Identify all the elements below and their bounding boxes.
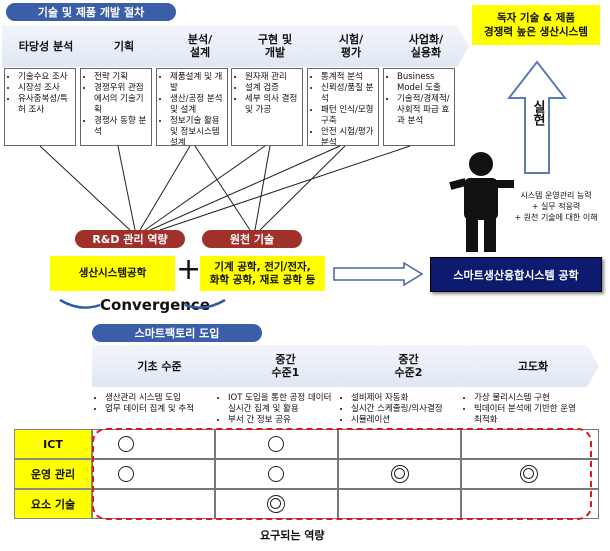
stage-item: 시장성 조사 [18,83,71,94]
level-4-chevron: 고도화 [461,345,599,387]
stage-item: Business Model 도출 [397,72,450,94]
level-item: 설비제어 자동화 [351,393,457,404]
stage-item: 안전 시험/평가 분석 [321,127,374,145]
double-circle-icon [391,465,409,483]
level-2-chevron: 중간 수준1 [215,345,350,387]
stage-1-chevron: 타당성 분석 [2,25,90,67]
row-label: ICT [14,429,92,459]
circle-icon [268,436,284,452]
circle-icon [268,466,284,482]
stage-item: 정보기술 활용 및 정보시스템 설계 [170,116,223,145]
footer-label: 요구되는 역량 [260,529,325,542]
stage-item: 전략 기획 [94,72,147,83]
dashed-highlight [92,428,592,520]
stage-item: 세부 의사 결정 및 가공 [245,94,298,116]
result-box: 스마트생산융합시스템 공학 [430,257,602,292]
double-circle-icon [267,495,285,513]
production-systems-box: 생산시스템공학 [50,256,175,291]
stage-5-box: 통계적 분석신뢰성/품질 분석패턴 인식/모형 구축안전 시험/평가 분석 [307,68,379,146]
level-1-box: 생산관리 시스템 도입업무 데이터 집계 및 추적 [92,390,215,428]
stage-item: 원자재 관리 [245,72,298,83]
double-circle-icon [520,465,538,483]
row-label: 운영 관리 [14,459,92,489]
plus-icon: + [176,252,202,287]
stage-5-chevron: 시험/ 평가 [304,25,392,67]
engineering-box: 기계 공학, 전기/전자, 화학 공학, 재료 공학 등 [200,256,325,291]
level-item: 실시간 스케줄링/의사결정 [351,404,457,415]
level-3-chevron: 중간 수준2 [338,345,473,387]
stage-item: 경쟁사 동향 분석 [94,116,147,138]
stage-2-box: 전략 기획경쟁우위 관점에서의 기술기획경쟁사 동향 분석 [80,68,152,146]
circle-icon [118,466,134,482]
grid-cell [92,429,215,459]
stage-6-chevron: 사업화/ 실용화 [379,25,467,67]
stage-item: 기술수요 조사 [18,72,71,83]
level-item: 시뮬레이션 [351,415,457,426]
capability-line-3: + 원천 기술에 대한 이해 [514,213,598,222]
realize-label: 실현 [530,100,545,126]
stage-3-box: 제품설계 및 개발생산/공정 분석 및 설계정보기술 활용 및 정보시스템 설계 [156,68,228,146]
convergence-arrows [59,298,226,309]
stage-item: 제품설계 및 개발 [170,72,223,94]
stage-item: 설계 검증 [245,83,298,94]
stage-item: 신뢰성/품질 분석 [321,83,374,105]
level-item: 빅데이터 분석에 기반한 운영 최적화 [474,404,580,426]
grid-cell [338,489,461,519]
row-label: 요소 기술 [14,489,92,519]
stage-4-box: 원자재 관리설계 검증세부 의사 결정 및 가공 [231,68,303,146]
goal-box: 독자 기술 & 제품 경쟁력 높은 생산시스템 [472,5,600,45]
grid-cell [338,429,461,459]
stage-4-chevron: 구현 및 개발 [228,25,316,67]
circle-icon [118,436,134,452]
capability-line-2: + 실무 적응력 [531,202,581,211]
level-item: IOT 도입을 통한 공정 데이터 실시간 집계 및 활용 [228,393,334,415]
stage-item: 유사중복성/특허 조사 [18,94,71,116]
stage-item: 생산/공정 분석 및 설계 [170,94,223,116]
process-banner: 기술 및 제품 개발 절차 [6,3,176,21]
up-arrow-icon [507,60,567,174]
level-item: 가상 물리시스템 구현 [474,393,580,404]
level-item: 생산관리 시스템 도입 [105,393,211,404]
grid-cell [92,459,215,489]
stage-item: 패턴 인식/모형 구축 [321,105,374,127]
grid-cell [92,489,215,519]
stage-item: 기술적/경제적/사회적 파급 효과 분석 [397,94,450,127]
convergence-label: Convergence [100,296,210,314]
grid-cell [461,489,599,519]
capability-note: 시스템 운영관리 능력 + 실무 적응력 + 원천 기술에 대한 이해 [507,190,605,223]
stage-item: 통계적 분석 [321,72,374,83]
level-1-chevron: 기초 수준 [92,345,227,387]
connector-lines [39,145,411,231]
source-tech-pill: 원천 기술 [202,230,302,248]
level-3-box: 설비제어 자동화실시간 스케줄링/의사결정시뮬레이션 [338,390,461,428]
level-2-box: IOT 도입을 통한 공정 데이터 실시간 집계 및 활용부서 간 정보 공유 [215,390,338,428]
stage-2-chevron: 기획 [77,25,165,67]
smart-factory-banner: 스마트팩토리 도입 [92,324,262,342]
level-4-box: 가상 물리시스템 구현빅데이터 분석에 기반한 운영 최적화 [461,390,584,428]
stage-6-box: Business Model 도출기술적/경제적/사회적 파급 효과 분석 [383,68,455,146]
rd-capability-pill: R&D 관리 역량 [75,230,185,248]
stage-item: 경쟁우위 관점에서의 기술기획 [94,83,147,116]
stage-3-chevron: 분석/ 설계 [153,25,241,67]
stage-1-box: 기술수요 조사시장성 조사유사중복성/특허 조사 [4,68,76,146]
person-icon [449,152,514,252]
level-item: 업무 데이터 집계 및 추적 [105,404,211,415]
level-item: 부서 간 정보 공유 [228,415,334,426]
right-arrow-icon [333,262,424,286]
capability-line-1: 시스템 운영관리 능력 [520,191,592,200]
